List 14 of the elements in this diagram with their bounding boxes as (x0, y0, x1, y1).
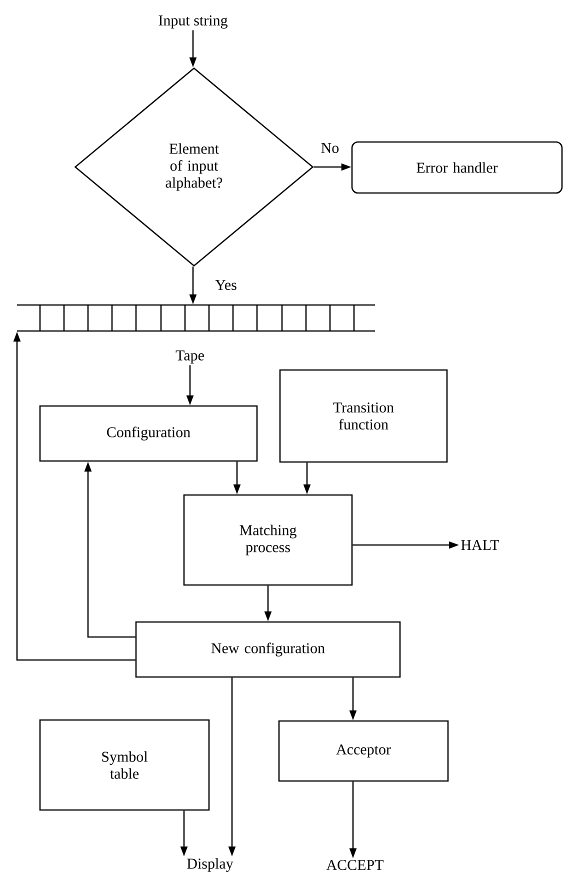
tape-drawing: Tape (16, 304, 376, 364)
process-box: Matching process (183, 494, 353, 586)
text-label: ACCEPT (326, 860, 384, 870)
process-box: New configuration (135, 621, 401, 678)
text-label: Display (187, 858, 234, 872)
edge-label: No (320, 142, 340, 154)
process-box: Symbol table (39, 719, 210, 811)
process-box: Acceptor (278, 720, 449, 782)
text-label: HALT (461, 540, 500, 550)
edge-label: Yes (214, 279, 238, 291)
rounded-box: Error handler (351, 141, 563, 194)
process-box: Transition function (279, 369, 448, 463)
process-box: Configuration (39, 405, 258, 462)
text-label: Input string (158, 15, 228, 29)
